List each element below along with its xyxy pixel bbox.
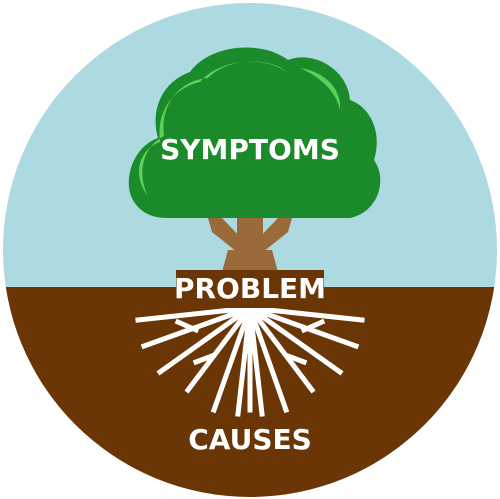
causes-label: CAUSES [188, 423, 312, 456]
tree-canopy [128, 47, 381, 218]
symptoms-label: SYMPTOMS [160, 133, 340, 166]
problem-label: PROBLEM [174, 272, 326, 305]
tree-trunk [208, 214, 292, 272]
tree-roots [135, 304, 365, 417]
problem-label-bar [176, 270, 324, 308]
